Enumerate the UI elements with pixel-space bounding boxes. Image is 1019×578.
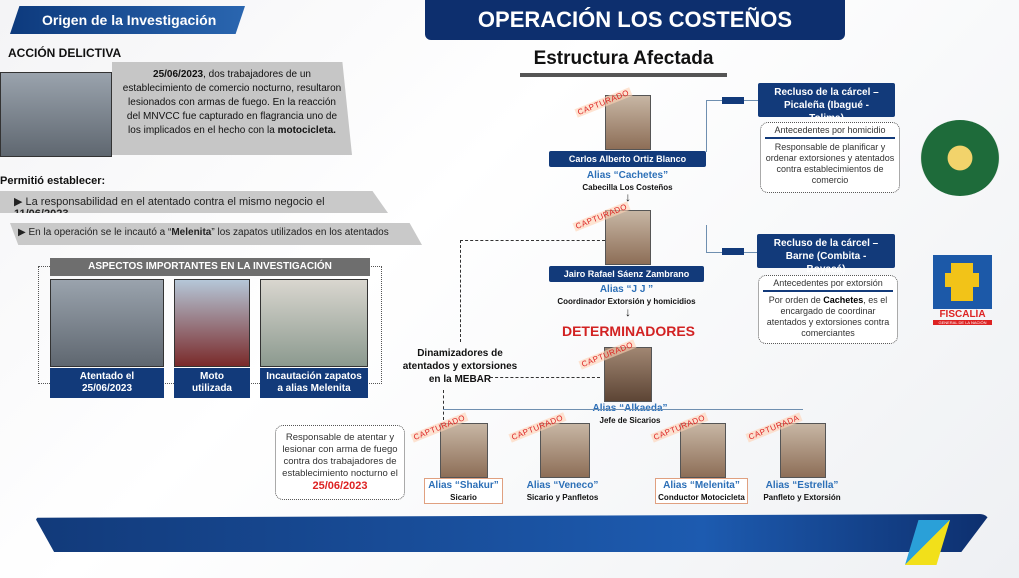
dotted-arrow [490, 377, 600, 378]
member-melenita-card [655, 478, 748, 504]
policia-logo [920, 120, 1000, 196]
leader-2-photo [605, 210, 651, 265]
dotted-arrow [443, 390, 444, 420]
member-shakur-card [424, 478, 503, 504]
leader-2-role: Coordinador Extorsión y homicidios [557, 297, 696, 306]
member-shakur-photo [440, 423, 488, 478]
arrow-down-icon: ↓ [625, 305, 631, 319]
leader-2-desc: Por orden de Cachetes, es el encargado d… [759, 294, 897, 340]
responsable-date: 25/06/2023 [312, 480, 368, 492]
aspect-photo-attack [50, 279, 164, 367]
alkaeda-alias: Alias “Alkaeda” [570, 403, 690, 414]
leader-1-antecedentes: Antecedentes por homicidio [765, 125, 895, 139]
arrow-down-icon: ↓ [625, 190, 631, 204]
bullet-2-bold: Melenita [171, 227, 212, 238]
connector [706, 100, 707, 152]
aspectos-heading: ASPECTOS IMPORTANTES EN LA INVESTIGACIÓN [50, 258, 370, 276]
desc-post: , es el encargado de coordinar atentados… [766, 295, 890, 338]
member-melenita-photo [680, 423, 726, 478]
leader-1-photo [605, 95, 651, 150]
responsable-box: Responsable de atentar y lesionar con ar… [275, 425, 405, 500]
puzzle-icon [933, 255, 992, 309]
desc-pre: Por orden de [768, 295, 824, 305]
fiscalia-logo: FISCALÍA GENERAL DE LA NACIÓN [933, 255, 992, 331]
crime-scene-photo [0, 72, 112, 157]
bullet-1-date: 11/06/2023 [14, 208, 69, 220]
bullet-2-post: ” los zapatos utilizados en los atentado… [211, 227, 389, 238]
arrow-icon: ▶ [18, 227, 29, 238]
member-estrella-photo [780, 423, 826, 478]
permitio-heading: Permitió establecer: [0, 175, 106, 187]
dinamizadores-label: Dinamizadores de atentados y extorsiones… [402, 348, 518, 385]
member-estrella-role: Panfleto y Extorsión [763, 493, 841, 502]
bullet-1: ▶ La responsabilidad en el atentado cont… [0, 191, 388, 213]
member-shakur-role: Sicario [450, 493, 477, 502]
member-veneco-alias: Alias “Veneco” [526, 480, 599, 491]
accion-body: , dos trabajadores de un establecimiento… [122, 69, 342, 136]
determinadores-label: DETERMINADORES [561, 323, 695, 339]
leader-2-antecedentes-box: Antecedentes por extorsión Por orden de … [758, 275, 898, 344]
aspect-label-attack: Atentado el 25/06/2023 [50, 368, 164, 398]
origin-banner: Origen de la Investigación [10, 6, 245, 34]
member-shakur-alias: Alias “Shakur” [428, 480, 499, 491]
accion-date: 25/06/2023 [153, 69, 204, 80]
aspect-photo-moto [174, 279, 250, 367]
title-underline [520, 73, 727, 77]
bottom-band [35, 514, 990, 552]
fiscalia-sub: GENERAL DE LA NACIÓN [933, 320, 992, 325]
leader-1-desc: Responsable de planificar y ordenar exto… [765, 142, 895, 185]
member-estrella-alias: Alias “Estrella” [765, 480, 839, 491]
leader-1-name: Carlos Alberto Ortiz Blanco [549, 151, 706, 167]
leader-1-prison: Recluso de la cárcel – Picaleña (Ibagué … [758, 83, 895, 124]
aspect-label-moto: Moto utilizada [174, 368, 250, 398]
member-melenita-role: Conductor Motocicleta [658, 493, 745, 502]
leader-2-antecedentes: Antecedentes por extorsión [763, 278, 893, 292]
accion-heading: ACCIÓN DELICTIVA [8, 46, 122, 60]
leader-2-prison: Recluso de la cárcel – Barne (Combita - … [757, 234, 895, 275]
alkaeda-role: Jefe de Sicarios [599, 416, 661, 425]
accion-text: 25/06/2023, dos trabajadores de un estab… [112, 62, 352, 155]
aspect-label-shoes: Incautación zapatos a alias Melenita [260, 368, 368, 398]
accion-bold: motocicleta. [277, 125, 336, 136]
aspect-photo-shoes [260, 279, 368, 367]
member-melenita-alias: Alias “Melenita” [663, 480, 740, 491]
leader-2-name: Jairo Rafael Sáenz Zambrano [549, 266, 704, 282]
arrow-icon: ▶ [14, 196, 26, 208]
bullet-2-pre: En la operación se le incautó a “ [28, 227, 172, 238]
bullet-1-text: La responsabilidad en el atentado contra… [25, 196, 325, 208]
dotted-arrow [460, 240, 605, 241]
member-veneco-photo [540, 423, 590, 478]
leader-1-antecedentes-box: Antecedentes por homicidio Responsable d… [760, 122, 900, 193]
leader-2-alias: Alias “J J ” [599, 284, 654, 295]
connector-tab [722, 248, 744, 255]
page-title: OPERACIÓN LOS COSTEÑOS [425, 0, 845, 40]
fiscalia-name: FISCALÍA [939, 309, 986, 320]
desc-bold: Cachetes [823, 295, 864, 305]
member-veneco-role: Sicario y Panfletos [526, 493, 599, 502]
estructura-title: Estructura Afectada [533, 48, 714, 69]
connector [443, 409, 803, 410]
leader-1-alias: Alias “Cachetes” [586, 170, 669, 181]
dotted-arrow [460, 240, 461, 342]
connector-tab [722, 97, 744, 104]
connector [706, 225, 707, 252]
leader-1-role: Cabecilla Los Costeños [582, 183, 673, 192]
responsable-text: Responsable de atentar y lesionar con ar… [282, 432, 398, 479]
bullet-2: ▶ En la operación se le incautó a “Melen… [10, 223, 422, 245]
